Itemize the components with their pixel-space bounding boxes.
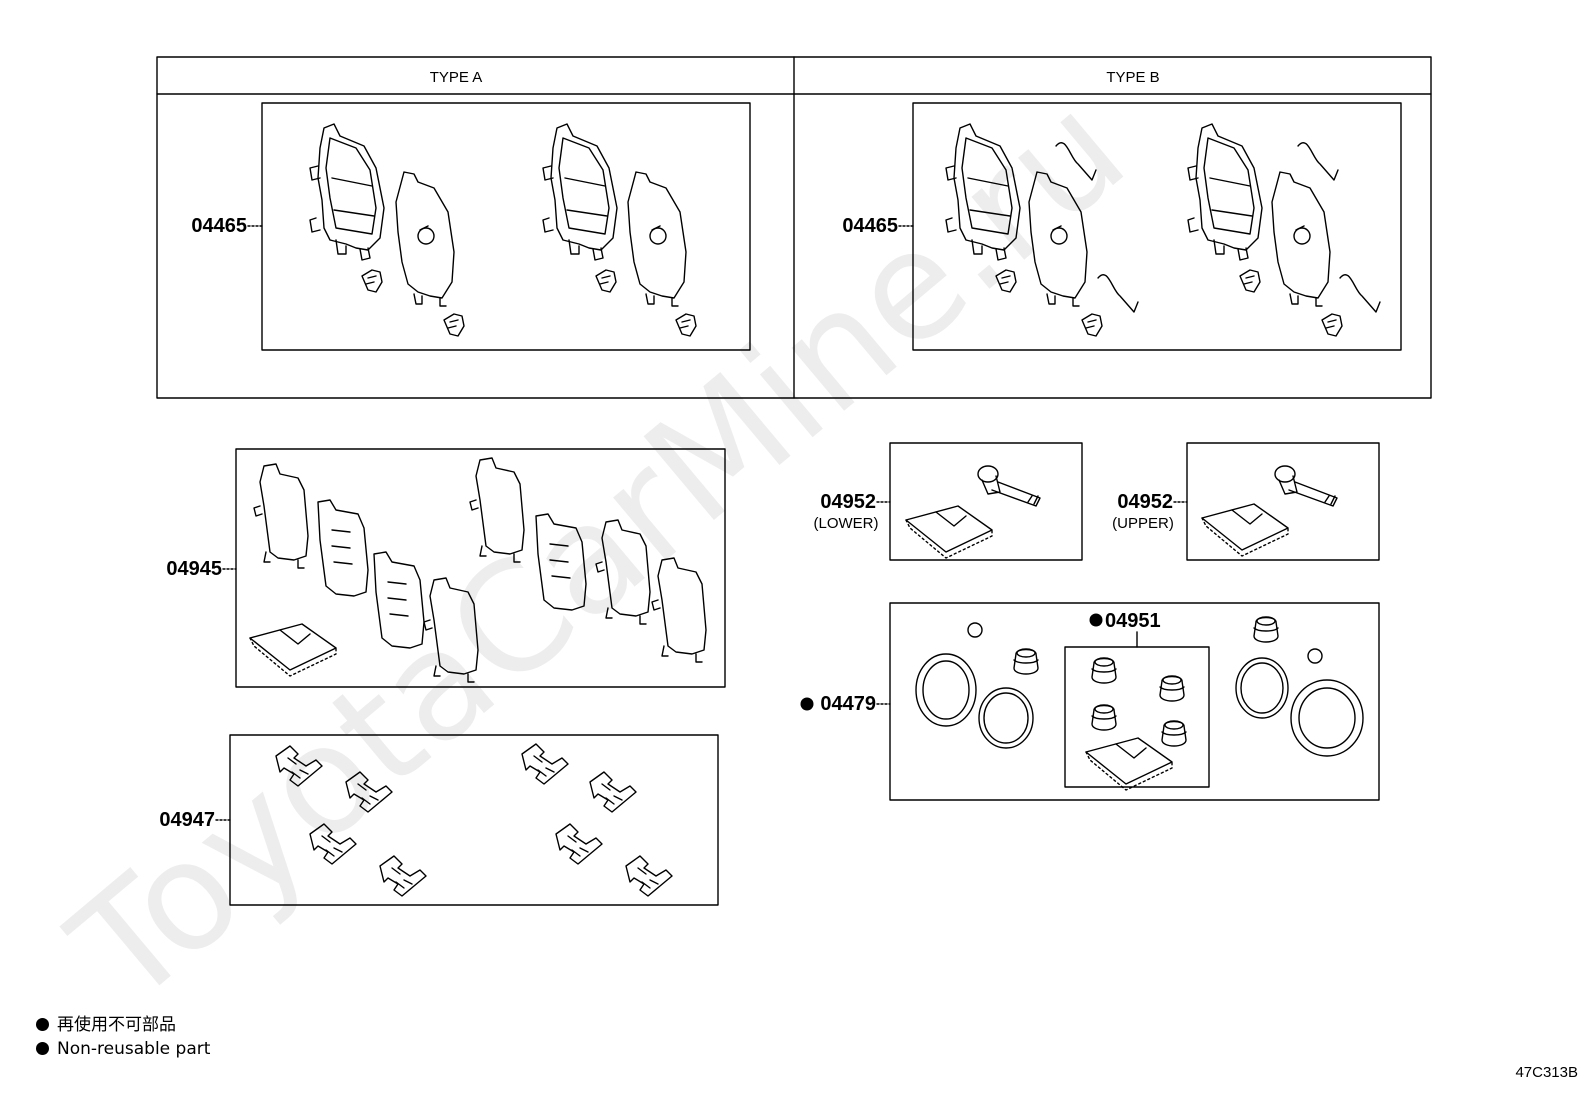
watermark-text: ToyotaCarMine.ru [41, 62, 1157, 1038]
note-upper: (UPPER) [1112, 515, 1174, 532]
type-a-header: TYPE A [430, 69, 483, 86]
bullet-dot-icon [36, 1042, 49, 1055]
diagram-code: 47C313B [1515, 1064, 1578, 1081]
label-04479: 04479 [820, 693, 876, 715]
label-04951: 04951 [1105, 610, 1161, 632]
label-04952-lower: 04952 [820, 491, 876, 513]
non-reusable-dot-04479 [800, 697, 814, 711]
label-04947: 04947 [159, 809, 215, 831]
pad-type-frame: TYPE A TYPE B [156, 56, 1432, 399]
note-lower: (LOWER) [814, 515, 879, 532]
non-reusable-dot-04951 [1089, 613, 1103, 627]
label-04465-type-b: 04465 [842, 215, 898, 237]
label-04952-upper: 04952 [1117, 491, 1173, 513]
pad-set-type-a [261, 102, 751, 351]
guide-pin-lower-box [889, 442, 1083, 561]
type-b-header: TYPE B [1106, 69, 1159, 86]
legend-en: Non-reusable part [36, 1037, 210, 1061]
guide-pin-upper-box [1186, 442, 1380, 561]
shim-kit-box [235, 448, 726, 688]
label-04945: 04945 [166, 558, 222, 580]
label-04465-type-a: 04465 [191, 215, 247, 237]
bullet-dot-icon [36, 1018, 49, 1031]
legend-jp: 再使用不可部品 [36, 1013, 176, 1037]
cylinder-kit-box [889, 602, 1380, 801]
